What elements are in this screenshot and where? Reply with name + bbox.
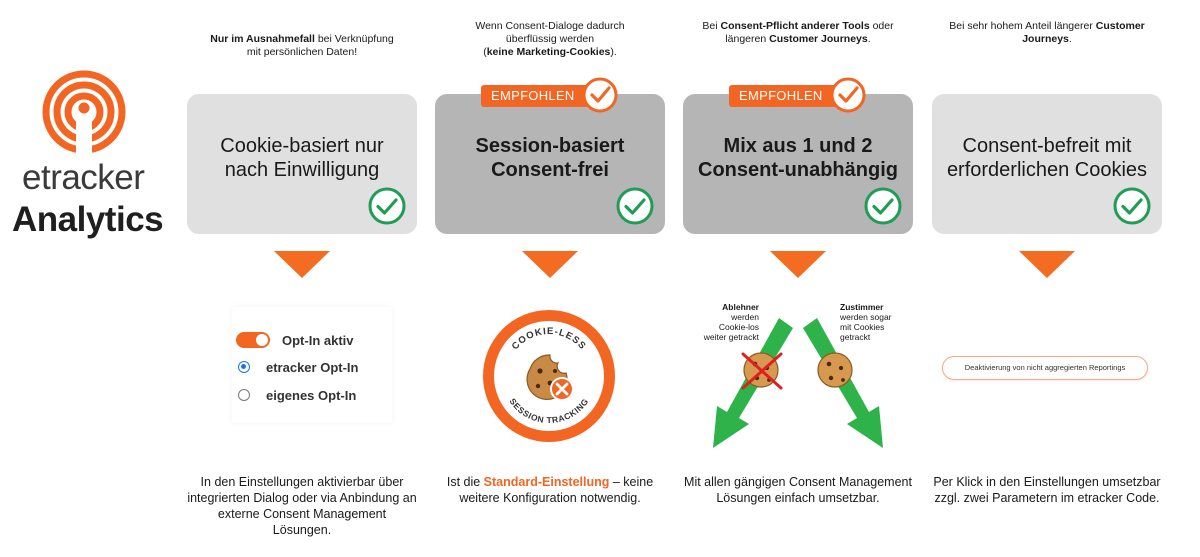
top-note: Wenn Consent-Dialoge dadurch überflüssig… bbox=[435, 20, 665, 59]
recommended-label: EMPFOHLEN bbox=[729, 85, 855, 107]
option-column-consent-exempt: Bei sehr hohem Anteil längerer Customer … bbox=[932, 0, 1162, 557]
blocked-x-icon bbox=[550, 377, 574, 401]
card-title: Consent-befreit mit erforderlichen Cooki… bbox=[940, 134, 1154, 182]
opt-in-toggle-row[interactable]: Opt-In aktiv bbox=[236, 331, 354, 349]
radio-button-selected[interactable] bbox=[238, 361, 250, 373]
logo-brand-text: etracker bbox=[22, 158, 145, 197]
down-arrow-icon bbox=[522, 251, 578, 278]
card-title-line: Consent-frei bbox=[491, 159, 609, 181]
ablehner-text: werden bbox=[731, 312, 759, 322]
card-title-line: Mix aus 1 und 2 bbox=[723, 135, 873, 157]
ablehner-title: Ablehner bbox=[722, 302, 759, 312]
option-description: In den Einstellungen aktivierbar über in… bbox=[187, 475, 417, 537]
note-text: . bbox=[1068, 33, 1072, 45]
opt-in-settings-panel: Opt-In aktiv etracker Opt-In eigenes Opt… bbox=[232, 307, 392, 423]
option-column-session-based: Wenn Consent-Dialoge dadurch überflüssig… bbox=[435, 0, 665, 557]
note-bold: Consent-Pflicht anderer Tools bbox=[720, 20, 870, 32]
card-title: Session-basiert Consent-frei bbox=[443, 134, 657, 182]
card-title-line: nach Einwilligung bbox=[224, 159, 380, 181]
cookie-icon bbox=[817, 352, 853, 388]
cookieless-session-tracking-seal: COOKIE-LESS SESSION TRACKING bbox=[483, 310, 615, 442]
ablehner-label: Ablehner werden Cookie-los weiter getrac… bbox=[693, 302, 759, 342]
description-text: – keine weitere Konfiguration notwendig. bbox=[459, 475, 654, 505]
note-text: ). bbox=[610, 46, 617, 58]
top-note: Bei sehr hohem Anteil längerer Customer … bbox=[932, 20, 1162, 46]
option-card: Cookie-basiert nur nach Einwilligung bbox=[187, 94, 417, 234]
note-bold: Customer Journeys bbox=[1022, 20, 1145, 45]
option-card: Session-basiert Consent-frei bbox=[435, 94, 665, 234]
logo-product-text: Analytics bbox=[12, 200, 164, 239]
top-note: Nur im Ausnahmefall bei Verknüpfung mit … bbox=[187, 20, 417, 59]
card-title-line: Consent-befreit mit bbox=[962, 135, 1132, 157]
check-icon bbox=[368, 187, 406, 225]
card-title: Cookie-basiert nur nach Einwilligung bbox=[195, 134, 409, 182]
option-card: Mix aus 1 und 2 Consent-unabhängig bbox=[683, 94, 913, 234]
note-bold: Nur im Ausnahmefall bbox=[210, 33, 315, 45]
note-text: oder längeren bbox=[725, 20, 894, 45]
ablehner-text: Cookie-los bbox=[718, 322, 759, 332]
note-text: Wenn Consent-Dialoge dadurch überflüssig… bbox=[475, 20, 625, 58]
mix-arrows bbox=[713, 318, 883, 448]
note-text: Bei bbox=[702, 20, 721, 32]
zustimmer-text: mit Cookies bbox=[840, 322, 885, 332]
check-icon bbox=[1113, 187, 1151, 225]
option-description: Per Klick in den Einstellungen umsetzbar… bbox=[933, 475, 1161, 505]
note-text: bei Verknüpfung mit persönlichen Daten! bbox=[246, 33, 394, 58]
etracker-logo-icon bbox=[42, 70, 126, 154]
note-bold: keine Marketing-Cookies bbox=[486, 46, 611, 58]
note-text: Bei sehr hohem Anteil längerer bbox=[949, 20, 1096, 32]
option-column-mix: Bei Consent-Pflicht anderer Tools oder l… bbox=[683, 0, 913, 557]
zustimmer-label: Zustimmer werden sogar mit Cookies getra… bbox=[840, 302, 910, 342]
check-icon bbox=[582, 77, 618, 113]
check-icon bbox=[864, 187, 902, 225]
mix-graphic: Ablehner werden Cookie-los weiter getrac… bbox=[683, 290, 913, 450]
note-text: . bbox=[867, 33, 871, 45]
toggle-label: Opt-In aktiv bbox=[282, 332, 354, 348]
cross-out-icon bbox=[741, 352, 783, 390]
down-arrow-icon bbox=[770, 251, 826, 278]
zustimmer-text: werden sogar bbox=[840, 312, 892, 322]
card-title-line: Consent-unabhängig bbox=[698, 159, 898, 181]
note-bold: Customer Journeys bbox=[769, 33, 868, 45]
check-icon bbox=[830, 77, 866, 113]
option-column-cookie-consent: Nur im Ausnahmefall bei Verknüpfung mit … bbox=[187, 0, 417, 557]
description-text: Ist die bbox=[446, 475, 484, 489]
zustimmer-title: Zustimmer bbox=[840, 302, 884, 312]
deactivate-reporting-button[interactable]: Deaktivierung von nicht aggregierten Rep… bbox=[942, 356, 1148, 380]
card-title-line: Cookie-basiert nur bbox=[220, 135, 384, 157]
radio-button[interactable] bbox=[238, 389, 250, 401]
radio-etracker-opt-in[interactable]: etracker Opt-In bbox=[236, 358, 358, 376]
card-title-line: erforderlichen Cookies bbox=[946, 159, 1148, 181]
check-icon bbox=[616, 187, 654, 225]
card-title: Mix aus 1 und 2 Consent-unabhängig bbox=[691, 134, 905, 182]
radio-label: etracker Opt-In bbox=[266, 359, 359, 375]
top-note: Bei Consent-Pflicht anderer Tools oder l… bbox=[683, 20, 913, 46]
down-arrow-icon bbox=[1019, 251, 1075, 278]
option-description: Ist die Standard-Einstellung – keine wei… bbox=[435, 474, 665, 506]
toggle-switch[interactable] bbox=[236, 332, 270, 348]
option-description: Mit allen gängigen Consent Management Lö… bbox=[684, 475, 912, 505]
radio-label: eigenes Opt-In bbox=[266, 387, 357, 403]
option-card: Consent-befreit mit erforderlichen Cooki… bbox=[932, 94, 1162, 234]
ablehner-text: weiter getrackt bbox=[703, 332, 759, 342]
recommended-label: EMPFOHLEN bbox=[481, 85, 607, 107]
card-title-line: Session-basiert bbox=[475, 135, 625, 157]
down-arrow-icon bbox=[274, 251, 330, 278]
description-highlight: Standard-Einstellung bbox=[483, 475, 610, 489]
etracker-logo: etracker Analytics bbox=[10, 70, 170, 250]
zustimmer-text: getrackt bbox=[840, 332, 871, 342]
radio-eigenes-opt-in[interactable]: eigenes Opt-In bbox=[236, 386, 356, 404]
